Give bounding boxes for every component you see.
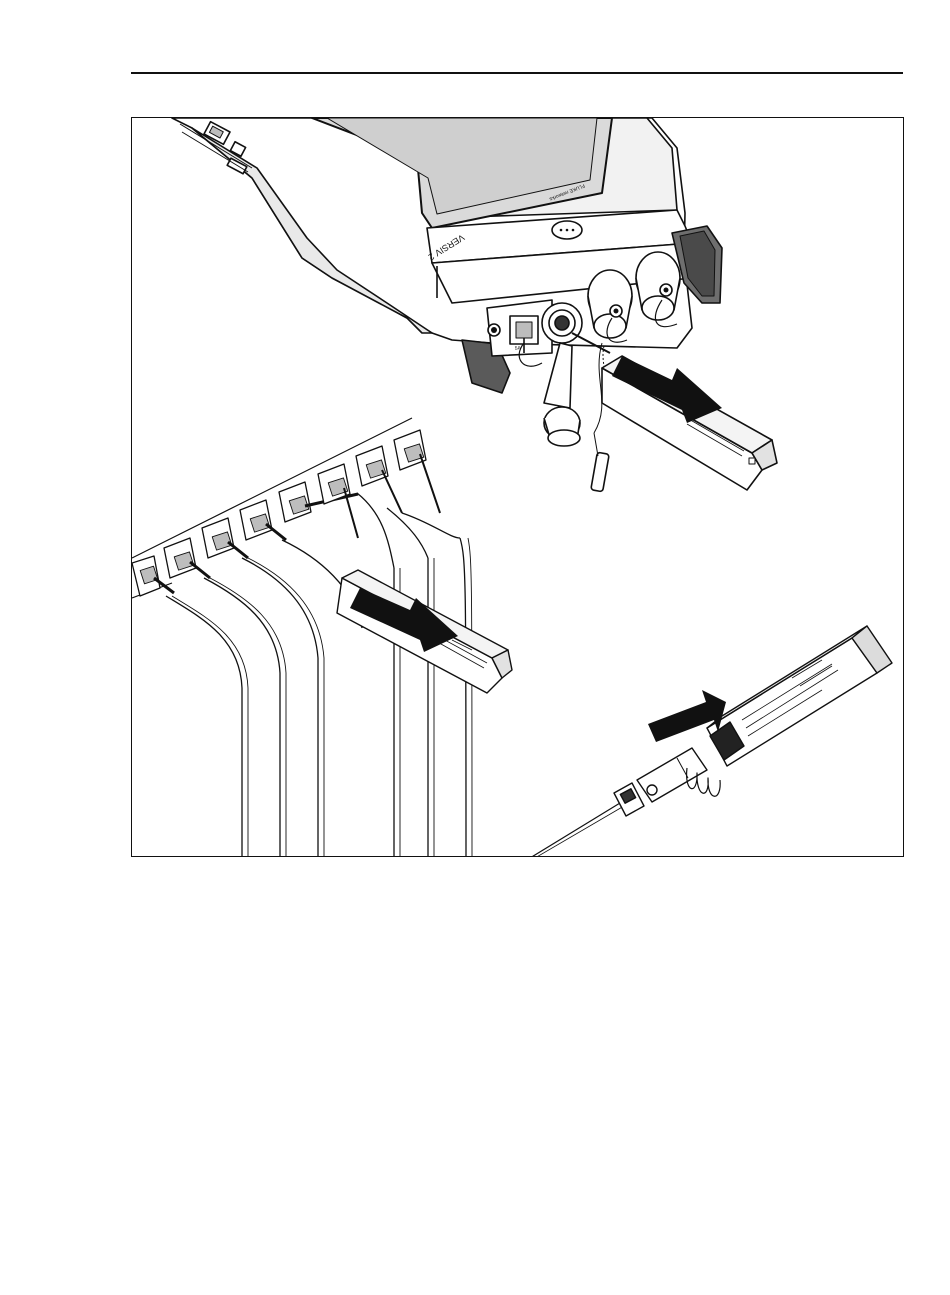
figure-frame: 5A VERSIV 2 FLUKE networks — [131, 117, 904, 857]
cleaning-illustration: 5A VERSIV 2 FLUKE networks — [132, 118, 904, 857]
pen-cleaner-bottom — [530, 626, 892, 857]
header-rule — [131, 72, 903, 74]
dust-cap-2 — [636, 252, 680, 320]
dust-cap-1 — [588, 270, 632, 338]
patch-panel — [132, 418, 512, 857]
tester-device: 5A VERSIV 2 FLUKE networks — [172, 118, 777, 492]
